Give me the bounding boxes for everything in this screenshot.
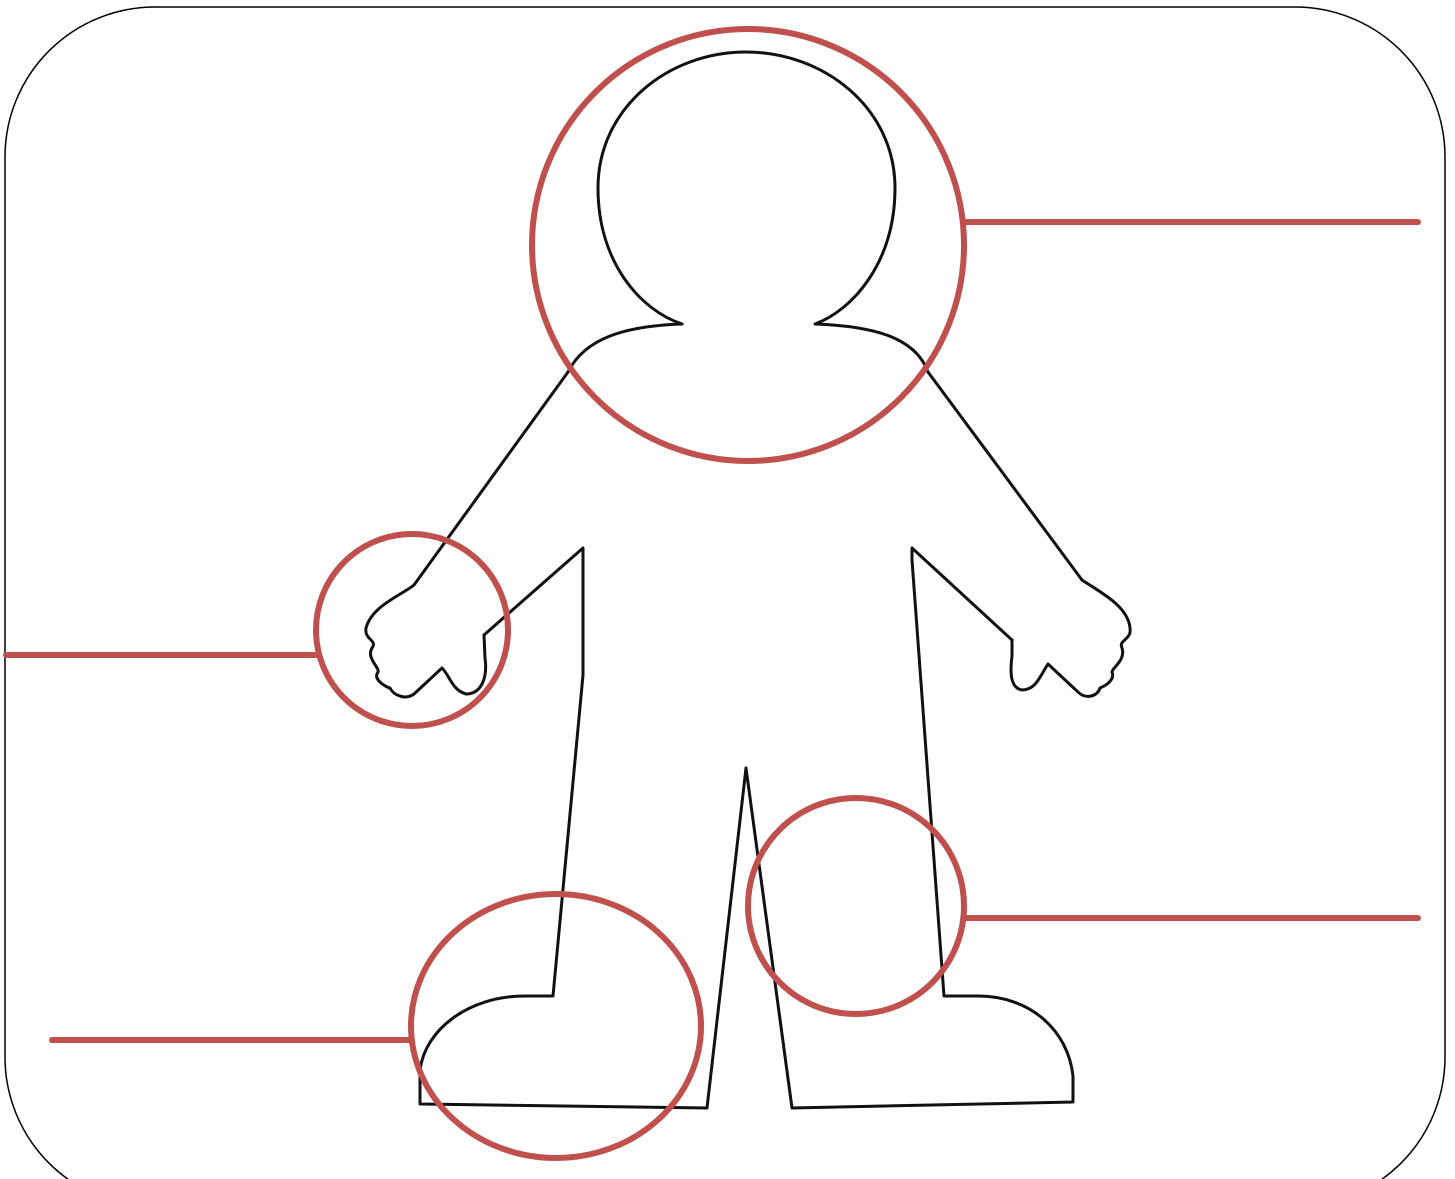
frame-border [5,7,1445,1179]
